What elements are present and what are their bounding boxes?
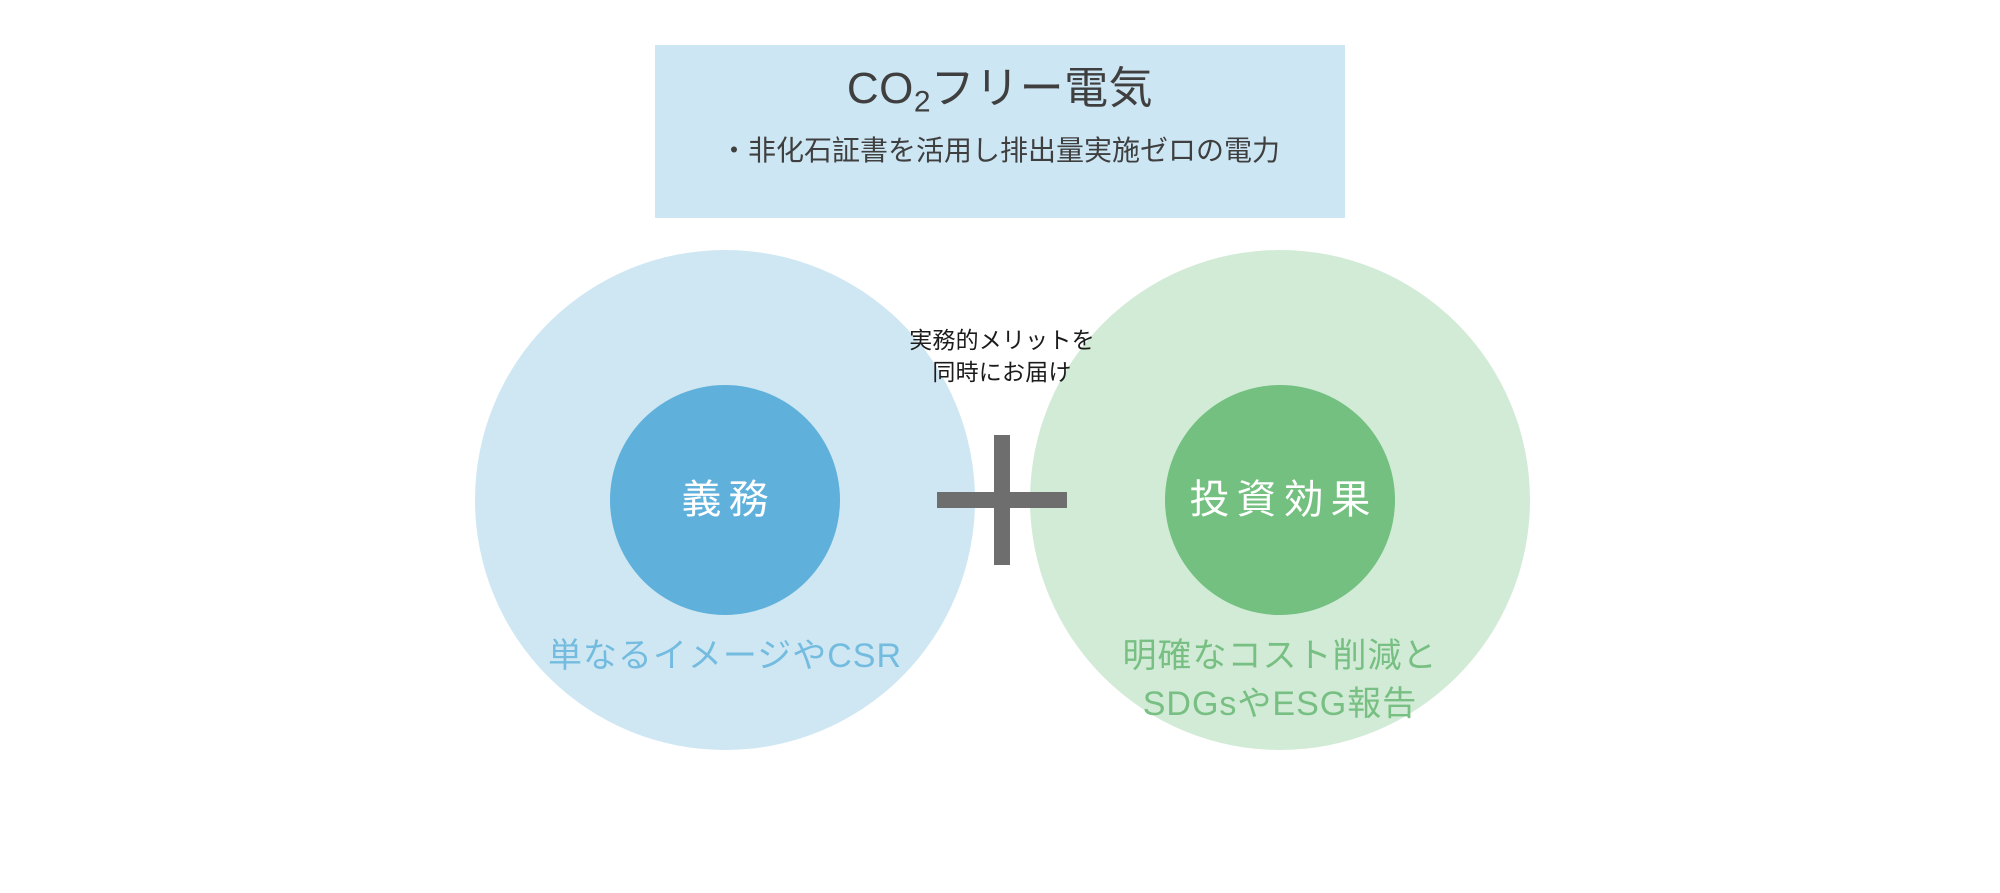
left-inner-circle: 義務 <box>610 385 840 615</box>
center-note-text: 実務的メリットを 同時にお届け <box>909 327 1095 385</box>
header-title-main: CO <box>846 64 914 113</box>
header-title-subscript: 2 <box>913 85 931 119</box>
right-inner-circle: 投資効果 <box>1165 385 1395 615</box>
header-bullet-text: ・非化石証書を活用し排出量実施ゼロの電力 <box>719 135 1280 167</box>
header-banner: CO2フリー電気 ・非化石証書を活用し排出量実施ゼロの電力 <box>655 45 1345 218</box>
left-caption: 単なるイメージやCSR <box>547 637 903 675</box>
left-inner-label: 義務 <box>681 478 776 522</box>
right-inner-label: 投資効果 <box>1189 478 1378 522</box>
plus-icon-horizontal-bar <box>937 492 1067 508</box>
right-caption: 明確なコスト削減と SDGsやESG報告 <box>1122 637 1438 724</box>
header-title: CO2フリー電気 <box>847 63 1153 120</box>
header-title-rest: フリー電気 <box>930 64 1154 113</box>
plus-icon <box>937 435 1067 565</box>
